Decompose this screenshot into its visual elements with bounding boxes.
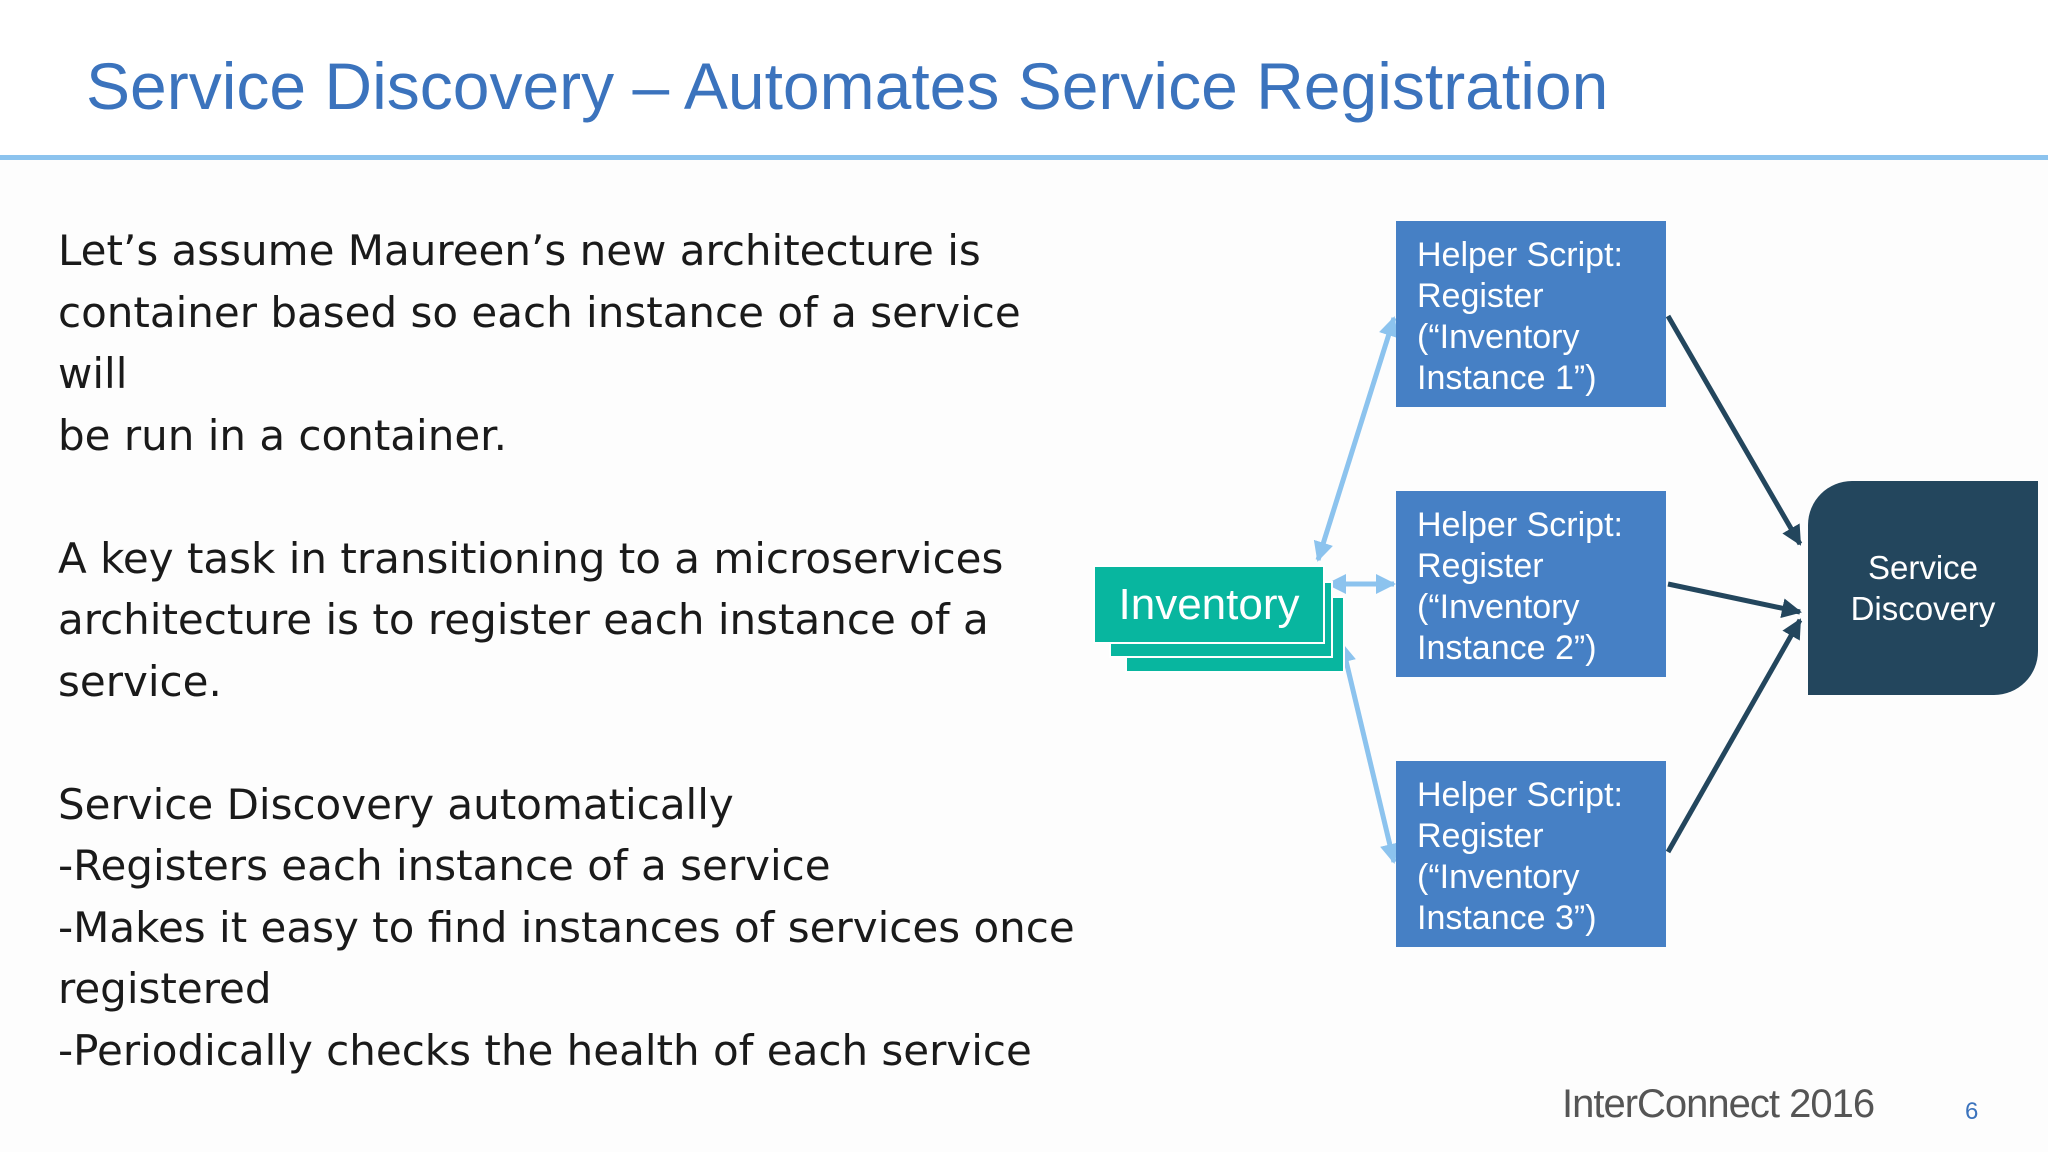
helper-line: (“Inventory bbox=[1417, 588, 1580, 626]
helper-line: Register bbox=[1417, 817, 1544, 855]
helper-line: (“Inventory bbox=[1417, 858, 1580, 896]
slide-title: Service Discovery – Automates Service Re… bbox=[86, 49, 1609, 123]
body-line: service. bbox=[58, 656, 222, 706]
arrow-helper-3-service-discovery bbox=[1665, 618, 1803, 854]
inventory-box: Inventory bbox=[1093, 565, 1325, 644]
arrow-inventory-helper-3 bbox=[1336, 642, 1400, 864]
body-line: A key task in transitioning to a microse… bbox=[58, 533, 1004, 583]
service-discovery-box: Service Discovery bbox=[1808, 481, 2038, 695]
arrow-helper-1-service-discovery bbox=[1665, 314, 1803, 546]
helper-line: Instance 1”) bbox=[1417, 359, 1597, 397]
slide-background bbox=[0, 160, 2048, 1152]
helper-script-box-3: Helper Script: Register (“Inventory Inst… bbox=[1396, 761, 1666, 947]
helper-script-box-1: Helper Script: Register (“Inventory Inst… bbox=[1396, 221, 1666, 407]
helper-line: Instance 3”) bbox=[1417, 899, 1597, 937]
title-divider bbox=[0, 155, 2048, 160]
arrow-inventory-helper-1 bbox=[1313, 316, 1399, 562]
body-line: -Makes it easy to find instances of serv… bbox=[58, 902, 1075, 952]
helper-script-box-2: Helper Script: Register (“Inventory Inst… bbox=[1396, 491, 1666, 677]
helper-line: Helper Script: bbox=[1417, 506, 1623, 544]
body-line: be run in a container. bbox=[58, 410, 507, 460]
helper-line: Helper Script: bbox=[1417, 776, 1623, 814]
helper-line: Helper Script: bbox=[1417, 236, 1623, 274]
service-discovery-label: Discovery bbox=[1850, 590, 1996, 627]
body-line: -Periodically checks the health of each … bbox=[58, 1025, 1032, 1075]
body-line: Service Discovery automatically bbox=[58, 779, 734, 829]
body-line: architecture is to register each instanc… bbox=[58, 595, 989, 644]
footer-brand: InterConnect 2016 bbox=[1562, 1082, 1875, 1126]
body-line: Let’s assume Maureen’s new architecture … bbox=[58, 226, 981, 275]
body-line: container based so each instance of a se… bbox=[58, 287, 1021, 399]
arrow-helper-2-service-discovery bbox=[1667, 581, 1802, 619]
service-discovery-label: Service bbox=[1867, 549, 1979, 586]
helper-line: (“Inventory bbox=[1417, 318, 1580, 356]
helper-line: Register bbox=[1417, 277, 1544, 315]
body-line: -Registers each instance of a service bbox=[58, 841, 831, 890]
helper-line: Instance 2”) bbox=[1417, 629, 1597, 667]
body-text: Let’s assume Maureen’s new architecture … bbox=[58, 220, 1098, 1081]
helper-line: Register bbox=[1417, 547, 1544, 585]
body-line: registered bbox=[58, 964, 272, 1013]
page-number: 6 bbox=[1965, 1098, 1979, 1125]
